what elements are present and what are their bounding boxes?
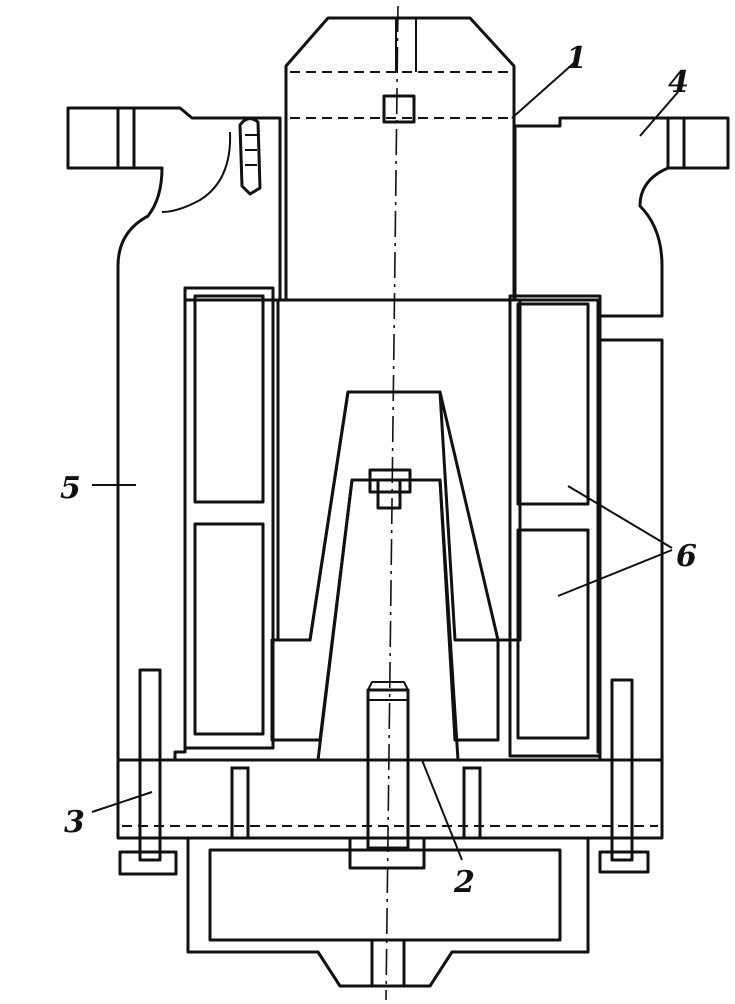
base-plate [116,668,664,876]
plunger-head [284,16,516,302]
central-core [270,298,522,850]
center-axis [385,5,399,1001]
flange-hole-right [666,116,686,170]
coil-windings [183,286,602,758]
callout-1: 1 [566,41,587,76]
flange-hole-left [116,106,136,170]
callout-2: 2 [453,865,475,900]
callout-4: 4 [668,65,689,100]
lower-cup [186,836,590,988]
callout-5: 5 [60,471,81,506]
leader-lines [91,61,679,861]
callout-3: 3 [64,805,85,840]
housing-body [66,106,730,762]
callout-6: 6 [676,539,697,574]
